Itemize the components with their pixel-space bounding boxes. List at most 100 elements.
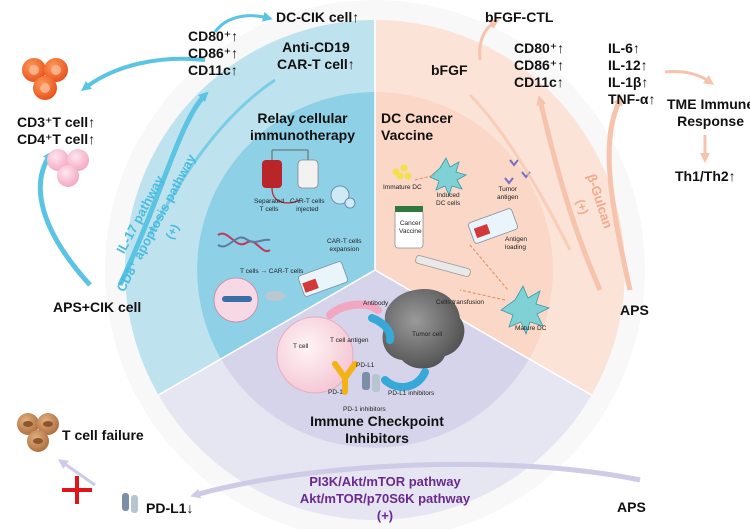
dc-vaccine-title-line-2: Vaccine xyxy=(381,127,434,143)
tumor-antigen-label: Tumor antigen xyxy=(497,186,518,202)
anti-cd19-line-1: Anti-CD19 xyxy=(282,39,350,55)
tumor-antigen-icon xyxy=(509,159,519,167)
antigen-loading-line-1: Antigen xyxy=(505,236,528,243)
relay-illustrations xyxy=(213,149,356,323)
t-cell-label: T cell xyxy=(293,343,309,350)
arrow-markers-to-orange-cells xyxy=(81,56,206,92)
tnfa-readout: TNF-α↑ xyxy=(608,91,656,107)
il12-readout: IL-12↑ xyxy=(608,57,648,73)
induced-line-2: DC cells xyxy=(436,200,461,207)
aps-cik-source: APS+CIK cell xyxy=(53,299,142,315)
bottom-pathway-line-1: PI3K/Akt/mTOR pathway xyxy=(309,474,461,489)
il6-readout: IL-6↑ xyxy=(608,40,640,56)
car-t-expansion-label: CAR-T cells expansion xyxy=(327,238,362,254)
pdl1-down-readout: PD-L1↓ xyxy=(146,500,194,516)
checkpoint-title: Immune Checkpoint Inhibitors xyxy=(302,413,452,447)
relay-title: Relay cellular immunotherapy xyxy=(250,110,355,144)
sector-divider-left xyxy=(158,269,376,396)
induced-dc-label: Induced DC cells xyxy=(436,192,460,208)
car-expansion-line-2: expansion xyxy=(329,246,360,253)
il1b-readout: IL-1β↑ xyxy=(608,74,649,90)
orange-cells-icon xyxy=(22,58,68,100)
antigen-loading-line-2: loading xyxy=(505,244,526,251)
relay-title-line-1: Relay cellular xyxy=(257,110,348,126)
bottom-pathway-line-2: Akt/mTOR/p70S6K pathway xyxy=(299,491,471,506)
arrow-aps-cik-to-tcells xyxy=(37,150,92,287)
relay-title-line-2: immunotherapy xyxy=(250,127,356,143)
pdl1-inhibitor-icon xyxy=(381,368,429,391)
right-cd86: CD86⁺↑ xyxy=(514,57,565,73)
t-to-cart-label: T cells → CAR-T cells xyxy=(240,268,304,275)
separated-line-2: T cells xyxy=(259,206,279,213)
arrow-markers-to-dccik xyxy=(213,11,273,33)
right-pathway-line-2: (+) xyxy=(573,198,591,217)
induced-line-1: Induced xyxy=(436,192,460,199)
pink-cells-icon xyxy=(47,149,89,187)
left-pathway-line-3: (+) xyxy=(163,222,182,242)
arrow-aps-to-markers xyxy=(536,95,603,292)
t-cell-failure: T cell failure xyxy=(62,427,144,443)
inhibition-cross-icon xyxy=(62,476,92,504)
blood-bag-icon xyxy=(262,160,282,188)
bfgf-ctl-readout: bFGF-CTL xyxy=(485,9,554,25)
right-cd80: CD80⁺↑ xyxy=(514,40,565,56)
car-injected-line-1: CAR-T cells xyxy=(290,198,325,205)
tumor-cell-icon xyxy=(382,289,465,369)
vaccine-line-1: Cancer xyxy=(399,220,421,227)
pd1-inhibitors-label: PD-1 inhibitors xyxy=(343,406,386,413)
separated-line-1: Separated xyxy=(254,198,284,205)
checkpoint-title-line-1: Immune Checkpoint xyxy=(310,413,444,429)
checkpoint-title-line-2: Inhibitors xyxy=(345,430,409,446)
pdl1-label: PD-L1 xyxy=(356,362,375,369)
tumor-cell-label: Tumor cell xyxy=(412,331,443,338)
pdl1-receptor-icon xyxy=(122,493,138,513)
th-ratio-readout: Th1/Th2↑ xyxy=(675,168,736,184)
tme-line-1: TME Immune xyxy=(667,96,750,112)
anti-cd19-line-2: CAR-T cell↑ xyxy=(277,56,355,72)
left-cd80: CD80⁺↑ xyxy=(188,28,239,44)
separated-t-cells-label: Separated T cells xyxy=(254,198,284,214)
arrow-aps-to-pdl1 xyxy=(190,461,641,499)
bottom-pathway-line-3: (+) xyxy=(376,508,394,523)
cells-transfusion-label: Cells transfusion xyxy=(436,299,485,306)
left-marker-readouts: CD80⁺↑ CD86⁺↑ CD11c↑ xyxy=(188,28,238,79)
antibody-arc xyxy=(326,300,382,319)
dc-illustrations xyxy=(392,157,551,336)
induced-dc-icon xyxy=(429,157,468,197)
bfgf-readout: bFGF xyxy=(431,62,468,78)
cytokine-readouts: IL-6↑ IL-12↑ IL-1β↑ TNF-α↑ xyxy=(608,40,655,108)
car-expansion-line-1: CAR-T cells xyxy=(327,238,362,245)
pd1-label: PD-1 xyxy=(328,389,343,396)
right-cd11c: CD11c↑ xyxy=(514,74,564,90)
mature-dc-icon xyxy=(500,285,551,336)
car-injected-line-2: injected xyxy=(296,206,319,213)
left-cd86: CD86⁺↑ xyxy=(188,45,239,61)
tme-response: TME Immune Response xyxy=(667,96,750,130)
dc-vaccine-title: DC Cancer Vaccine xyxy=(381,110,453,144)
vaccine-vial-label: Cancer Vaccine xyxy=(399,220,422,236)
car-t-injected-label: CAR-T cells injected xyxy=(290,198,325,214)
dc-vaccine-title-line-1: DC Cancer xyxy=(381,110,453,126)
pdl1-inhibitors-label: PD-L1 inhibitors xyxy=(388,390,435,397)
sector-checkpoint xyxy=(221,270,529,448)
immature-dc-label: Immature DC xyxy=(383,184,422,191)
pd1-antibody-icon xyxy=(332,361,358,395)
car-t-cell-icon xyxy=(330,185,350,205)
arrow-bfgf-to-ctl xyxy=(478,19,500,61)
tme-line-2: Response xyxy=(677,113,745,129)
t-cell-icon xyxy=(276,316,354,394)
arrow-cytokines-to-tme xyxy=(664,70,715,85)
bottom-pathway-label: PI3K/Akt/mTOR pathway Akt/mTOR/p70S6K pa… xyxy=(290,473,480,524)
dna-icon xyxy=(217,232,271,253)
syringe-icon xyxy=(415,255,471,277)
right-marker-readouts: CD80⁺↑ CD86⁺↑ CD11c↑ xyxy=(514,40,564,91)
mature-dc-label: Mature DC xyxy=(515,325,547,332)
brown-cells-icon xyxy=(17,413,59,452)
vaccine-line-2: Vaccine xyxy=(399,228,422,235)
antigen-loading-label: Antigen loading xyxy=(505,236,527,252)
anti-cd19-readout: Anti-CD19 CAR-T cell↑ xyxy=(277,39,355,73)
arrow-pdl1-to-failure xyxy=(57,459,96,487)
cd4-readout: CD4⁺T cell↑ xyxy=(17,131,96,147)
